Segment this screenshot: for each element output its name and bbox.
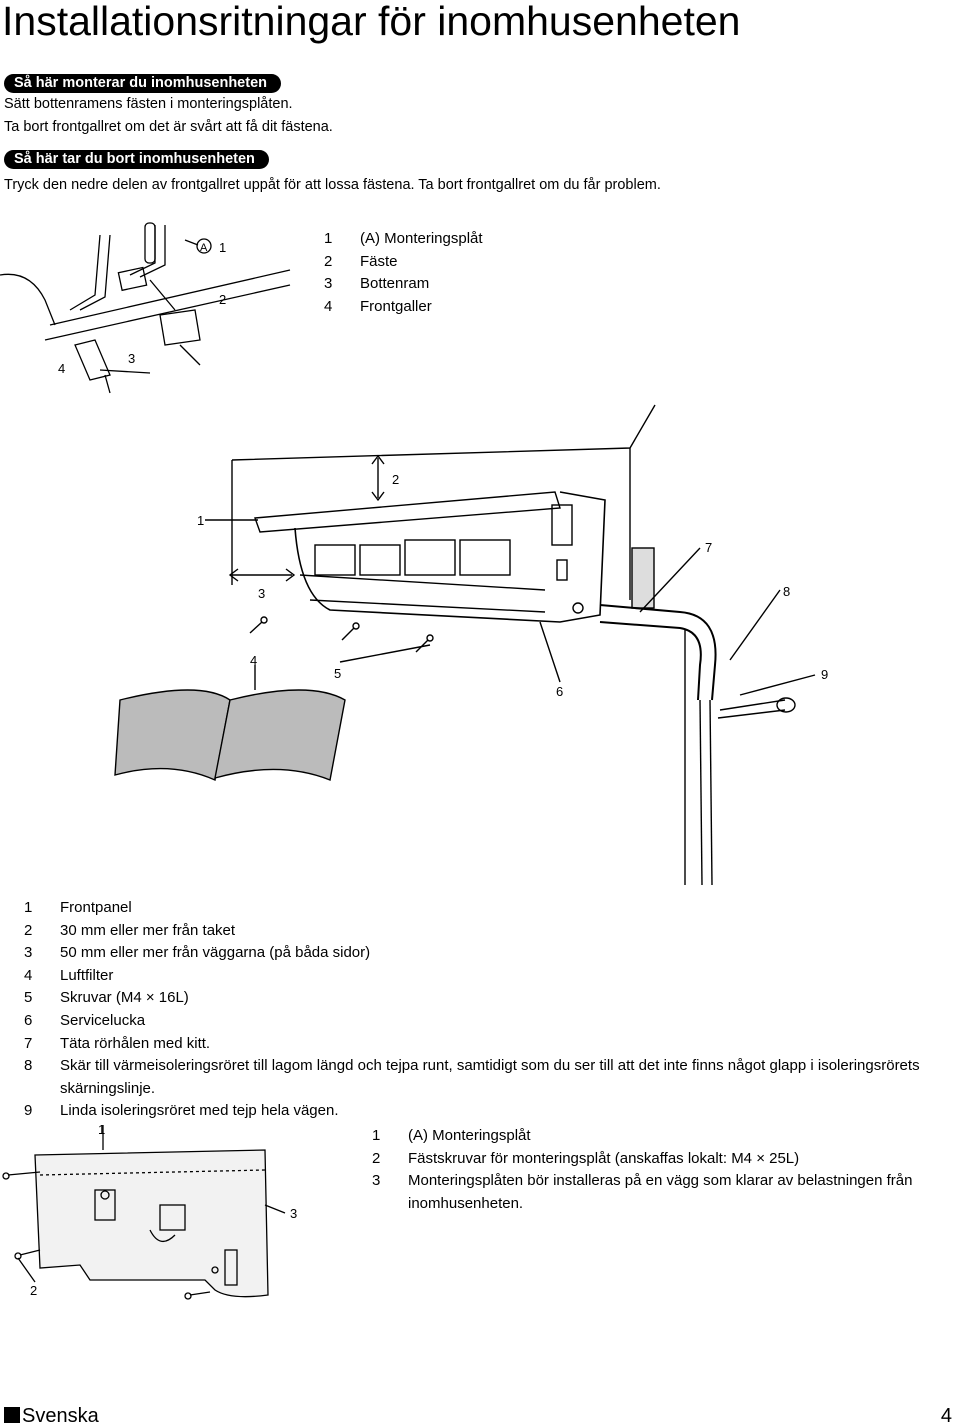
page-title: Installationsritningar för inomhusenhete… — [2, 0, 741, 44]
mounting-plate-drawing: 1 2 3 — [2, 1122, 297, 1300]
page-number: 4 — [940, 1405, 952, 1427]
callout-8: 8 — [783, 584, 790, 599]
callout-2: 2 — [219, 292, 226, 307]
callout-1: 1 — [197, 513, 204, 528]
callout-1: 1 — [98, 1122, 105, 1137]
callout-2: 2 — [392, 472, 399, 487]
language-label: Svenska — [22, 1405, 99, 1427]
callout-2: 2 — [30, 1283, 37, 1298]
callout-6: 6 — [556, 684, 563, 699]
mounting-plate — [34, 1149, 269, 1298]
installation-overview-drawing: 2 1 3 7 8 9 4 5 6 — [114, 404, 828, 886]
callout-3: 3 — [290, 1206, 297, 1221]
mounting-detail-drawing: A 1 2 3 4 — [0, 222, 291, 394]
callout-7: 7 — [705, 540, 712, 555]
callout-3: 3 — [128, 351, 135, 366]
air-filter-right — [214, 689, 346, 781]
footer-language: Svenska — [4, 1404, 99, 1428]
section-heading-remove: Så här tar du bort inomhusenheten — [4, 150, 269, 169]
callout-4: 4 — [58, 361, 65, 376]
install-step-1: Sätt bottenramens fästen i monteringsplå… — [4, 96, 293, 112]
callout-a: A — [200, 242, 208, 254]
legend-item: 1(A) Monteringsplåt — [324, 230, 483, 247]
front-panel — [254, 491, 561, 533]
air-filter-left — [114, 689, 231, 781]
callout-3: 3 — [258, 586, 265, 601]
callout-1: 1 — [219, 240, 226, 255]
square-bullet-icon — [4, 1407, 20, 1423]
remove-step-1: Tryck den nedre delen av frontgallret up… — [4, 177, 661, 193]
callout-9: 9 — [821, 667, 828, 682]
legend-item: 1(A) Monteringsplåt — [372, 1127, 531, 1144]
callout-4: 4 — [250, 653, 257, 668]
callout-5: 5 — [334, 666, 341, 681]
install-step-2: Ta bort frontgallret om det är svårt att… — [4, 119, 333, 135]
callout-circle-a — [196, 238, 212, 254]
section-heading-install: Så här monterar du inomhusenheten — [4, 74, 281, 93]
